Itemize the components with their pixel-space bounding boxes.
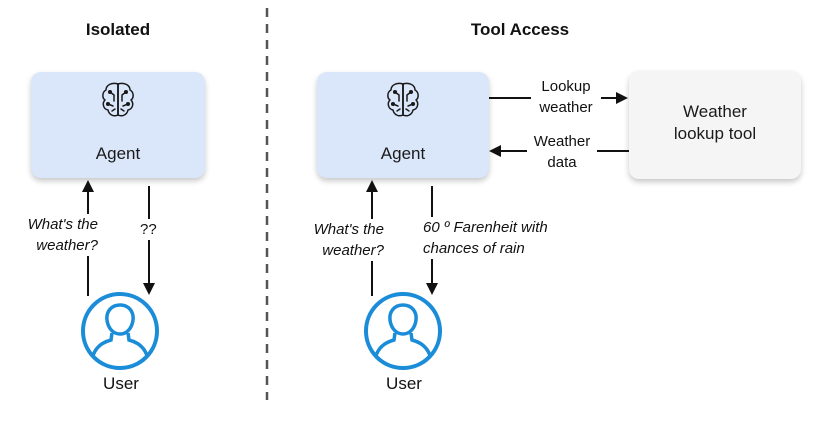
tool-label-line2: lookup tool [673,124,757,143]
tool-access-heading: Tool Access [470,20,570,39]
tool-question-label: What's the weather? [304,219,384,261]
isolated-question-arrowhead [82,180,94,192]
tool-answer-arrowhead [426,283,438,295]
lookup-request-arrowhead [616,92,628,104]
weather-lookup-tool-box: Weather lookup tool [629,71,801,179]
isolated-heading: Isolated [85,20,151,39]
isolated-answer-arrowhead [143,283,155,295]
tool-answer-line1: 60 º Farenheit with [423,219,548,236]
brain-circuit-icon [102,82,134,117]
brain-circuit-icon [387,82,419,117]
lookup-request-line1: Lookup [541,78,591,95]
weather-data-label: Weather data [527,131,597,173]
isolated-agent-box: Agent [31,72,205,178]
lookup-request-label: Lookup weather [531,76,601,118]
weather-lookup-tool-label: Weather lookup tool [629,101,801,145]
tool-agent-box: Agent [317,72,489,178]
tool-label-line1: Weather [683,102,747,121]
isolated-question-label: What's the weather? [20,214,98,256]
user-icon [364,292,442,370]
isolated-user-label: User [103,374,139,393]
tool-answer-label: 60 º Farenheit with chances of rain [421,217,550,259]
user-icon [81,292,159,370]
tool-question-arrowhead [366,180,378,192]
lookup-request-line2: weather [539,99,593,116]
tool-answer-line2: chances of rain [423,240,525,257]
isolated-answer-label: ?? [138,219,159,240]
weather-data-line2: data [547,154,577,171]
weather-data-line1: Weather [533,133,591,150]
isolated-agent-label: Agent [95,144,141,163]
weather-data-arrowhead [489,145,501,157]
tool-user-label: User [386,374,422,393]
tool-agent-label: Agent [380,144,426,163]
